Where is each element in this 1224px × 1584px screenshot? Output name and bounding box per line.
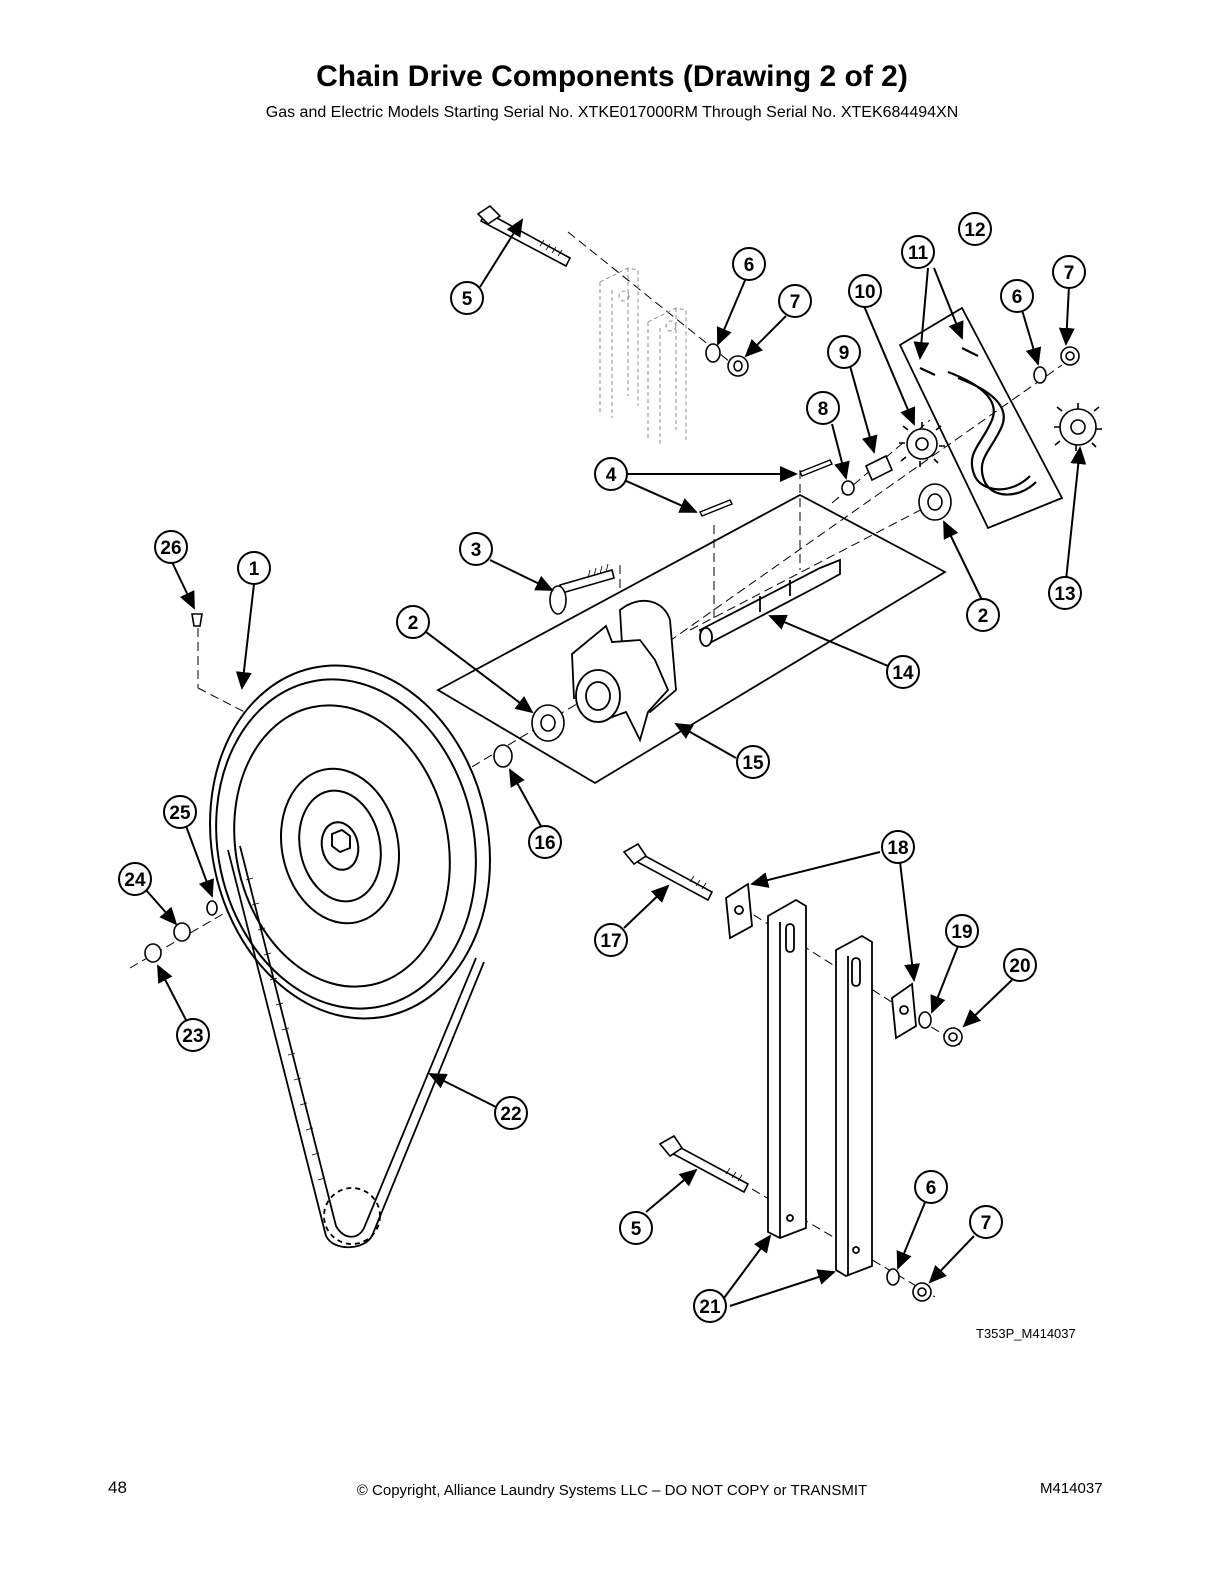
callout-7-right: 7 bbox=[1052, 255, 1086, 289]
callout-15: 15 bbox=[736, 745, 770, 779]
callout-14: 14 bbox=[886, 655, 920, 689]
bolt-threads bbox=[539, 239, 743, 1182]
callout-20: 20 bbox=[1003, 948, 1037, 982]
svg-text:4: 4 bbox=[606, 465, 617, 486]
callout-8: 8 bbox=[806, 391, 840, 425]
callout-6-right: 6 bbox=[1000, 279, 1034, 313]
svg-text:16: 16 bbox=[534, 833, 555, 854]
callout-7-bottom: 7 bbox=[969, 1205, 1003, 1239]
drive-chain bbox=[919, 347, 1037, 496]
svg-text:18: 18 bbox=[887, 838, 908, 859]
callout-13: 13 bbox=[1048, 576, 1082, 610]
pulley bbox=[209, 664, 491, 1020]
callout-24: 24 bbox=[118, 862, 152, 896]
drawing-code: T353P_M414037 bbox=[976, 1326, 1076, 1341]
svg-text:8: 8 bbox=[818, 399, 829, 420]
callout-3: 3 bbox=[459, 532, 493, 566]
sprockets bbox=[899, 403, 1102, 467]
svg-text:17: 17 bbox=[600, 931, 621, 952]
svg-text:13: 13 bbox=[1054, 584, 1075, 605]
document-number: M414037 bbox=[1040, 1480, 1103, 1497]
callout-25: 25 bbox=[163, 795, 197, 829]
svg-text:7: 7 bbox=[790, 292, 801, 313]
callout-23: 23 bbox=[176, 1018, 210, 1052]
callout-11: 11 bbox=[901, 235, 935, 269]
svg-text:26: 26 bbox=[160, 538, 181, 559]
upper-bracket bbox=[599, 267, 687, 446]
callout-2-right: 2 bbox=[966, 598, 1000, 632]
svg-text:15: 15 bbox=[742, 753, 764, 774]
callout-6-top: 6 bbox=[732, 247, 766, 281]
svg-text:25: 25 bbox=[169, 803, 191, 824]
keys bbox=[699, 459, 833, 517]
svg-text:7: 7 bbox=[1064, 263, 1075, 284]
svg-text:10: 10 bbox=[854, 282, 875, 303]
callout-2-left: 2 bbox=[396, 605, 430, 639]
svg-text:20: 20 bbox=[1009, 956, 1030, 977]
belt-teeth bbox=[245, 877, 326, 1181]
callout-26: 26 bbox=[154, 530, 188, 564]
callout-4: 4 bbox=[594, 457, 628, 491]
callout-10: 10 bbox=[848, 274, 882, 308]
svg-text:11: 11 bbox=[908, 243, 929, 264]
svg-text:1: 1 bbox=[249, 559, 260, 580]
svg-text:12: 12 bbox=[964, 220, 985, 241]
svg-text:6: 6 bbox=[744, 255, 755, 276]
callout-19: 19 bbox=[945, 914, 979, 948]
svg-text:19: 19 bbox=[951, 922, 972, 943]
svg-text:2: 2 bbox=[408, 613, 419, 634]
svg-text:14: 14 bbox=[892, 663, 914, 684]
svg-text:9: 9 bbox=[839, 343, 850, 364]
svg-text:23: 23 bbox=[182, 1026, 203, 1047]
callout-12: 12 bbox=[958, 212, 992, 246]
svg-text:21: 21 bbox=[699, 1297, 721, 1318]
page-number: 48 bbox=[108, 1478, 127, 1497]
svg-text:5: 5 bbox=[462, 289, 473, 310]
assembly-outlines bbox=[436, 306, 1064, 785]
drive-belt bbox=[227, 845, 485, 1249]
callout-bubbles: 5 6 7 10 11 12 7 6 bbox=[118, 212, 1086, 1323]
leader-arrows bbox=[145, 218, 1087, 1307]
svg-text:6: 6 bbox=[926, 1178, 937, 1199]
callout-22: 22 bbox=[494, 1096, 528, 1130]
callout-7-top: 7 bbox=[778, 284, 812, 318]
svg-text:2: 2 bbox=[978, 606, 989, 627]
callout-18: 18 bbox=[881, 830, 915, 864]
callout-5-bottom: 5 bbox=[619, 1211, 653, 1245]
lower-brackets bbox=[725, 882, 917, 1277]
svg-text:3: 3 bbox=[471, 540, 482, 561]
bolts bbox=[191, 204, 750, 1194]
shaft bbox=[698, 558, 841, 647]
callout-21: 21 bbox=[693, 1289, 727, 1323]
svg-text:22: 22 bbox=[500, 1104, 521, 1125]
copyright-notice: © Copyright, Alliance Laundry Systems LL… bbox=[356, 1482, 868, 1499]
callout-9: 9 bbox=[827, 335, 861, 369]
svg-text:24: 24 bbox=[124, 870, 146, 891]
page-title: Chain Drive Components (Drawing 2 of 2) bbox=[316, 60, 908, 93]
svg-text:7: 7 bbox=[981, 1213, 992, 1234]
callout-6-bottom: 6 bbox=[914, 1170, 948, 1204]
page-subtitle: Gas and Electric Models Starting Serial … bbox=[265, 104, 959, 121]
svg-text:6: 6 bbox=[1012, 287, 1023, 308]
callout-16: 16 bbox=[528, 825, 562, 859]
callout-17: 17 bbox=[594, 923, 628, 957]
svg-text:5: 5 bbox=[631, 1219, 642, 1240]
callout-1: 1 bbox=[237, 551, 271, 585]
bearing-housing bbox=[571, 600, 677, 743]
small-hardware bbox=[144, 343, 1080, 1302]
callout-5-top: 5 bbox=[450, 281, 484, 315]
